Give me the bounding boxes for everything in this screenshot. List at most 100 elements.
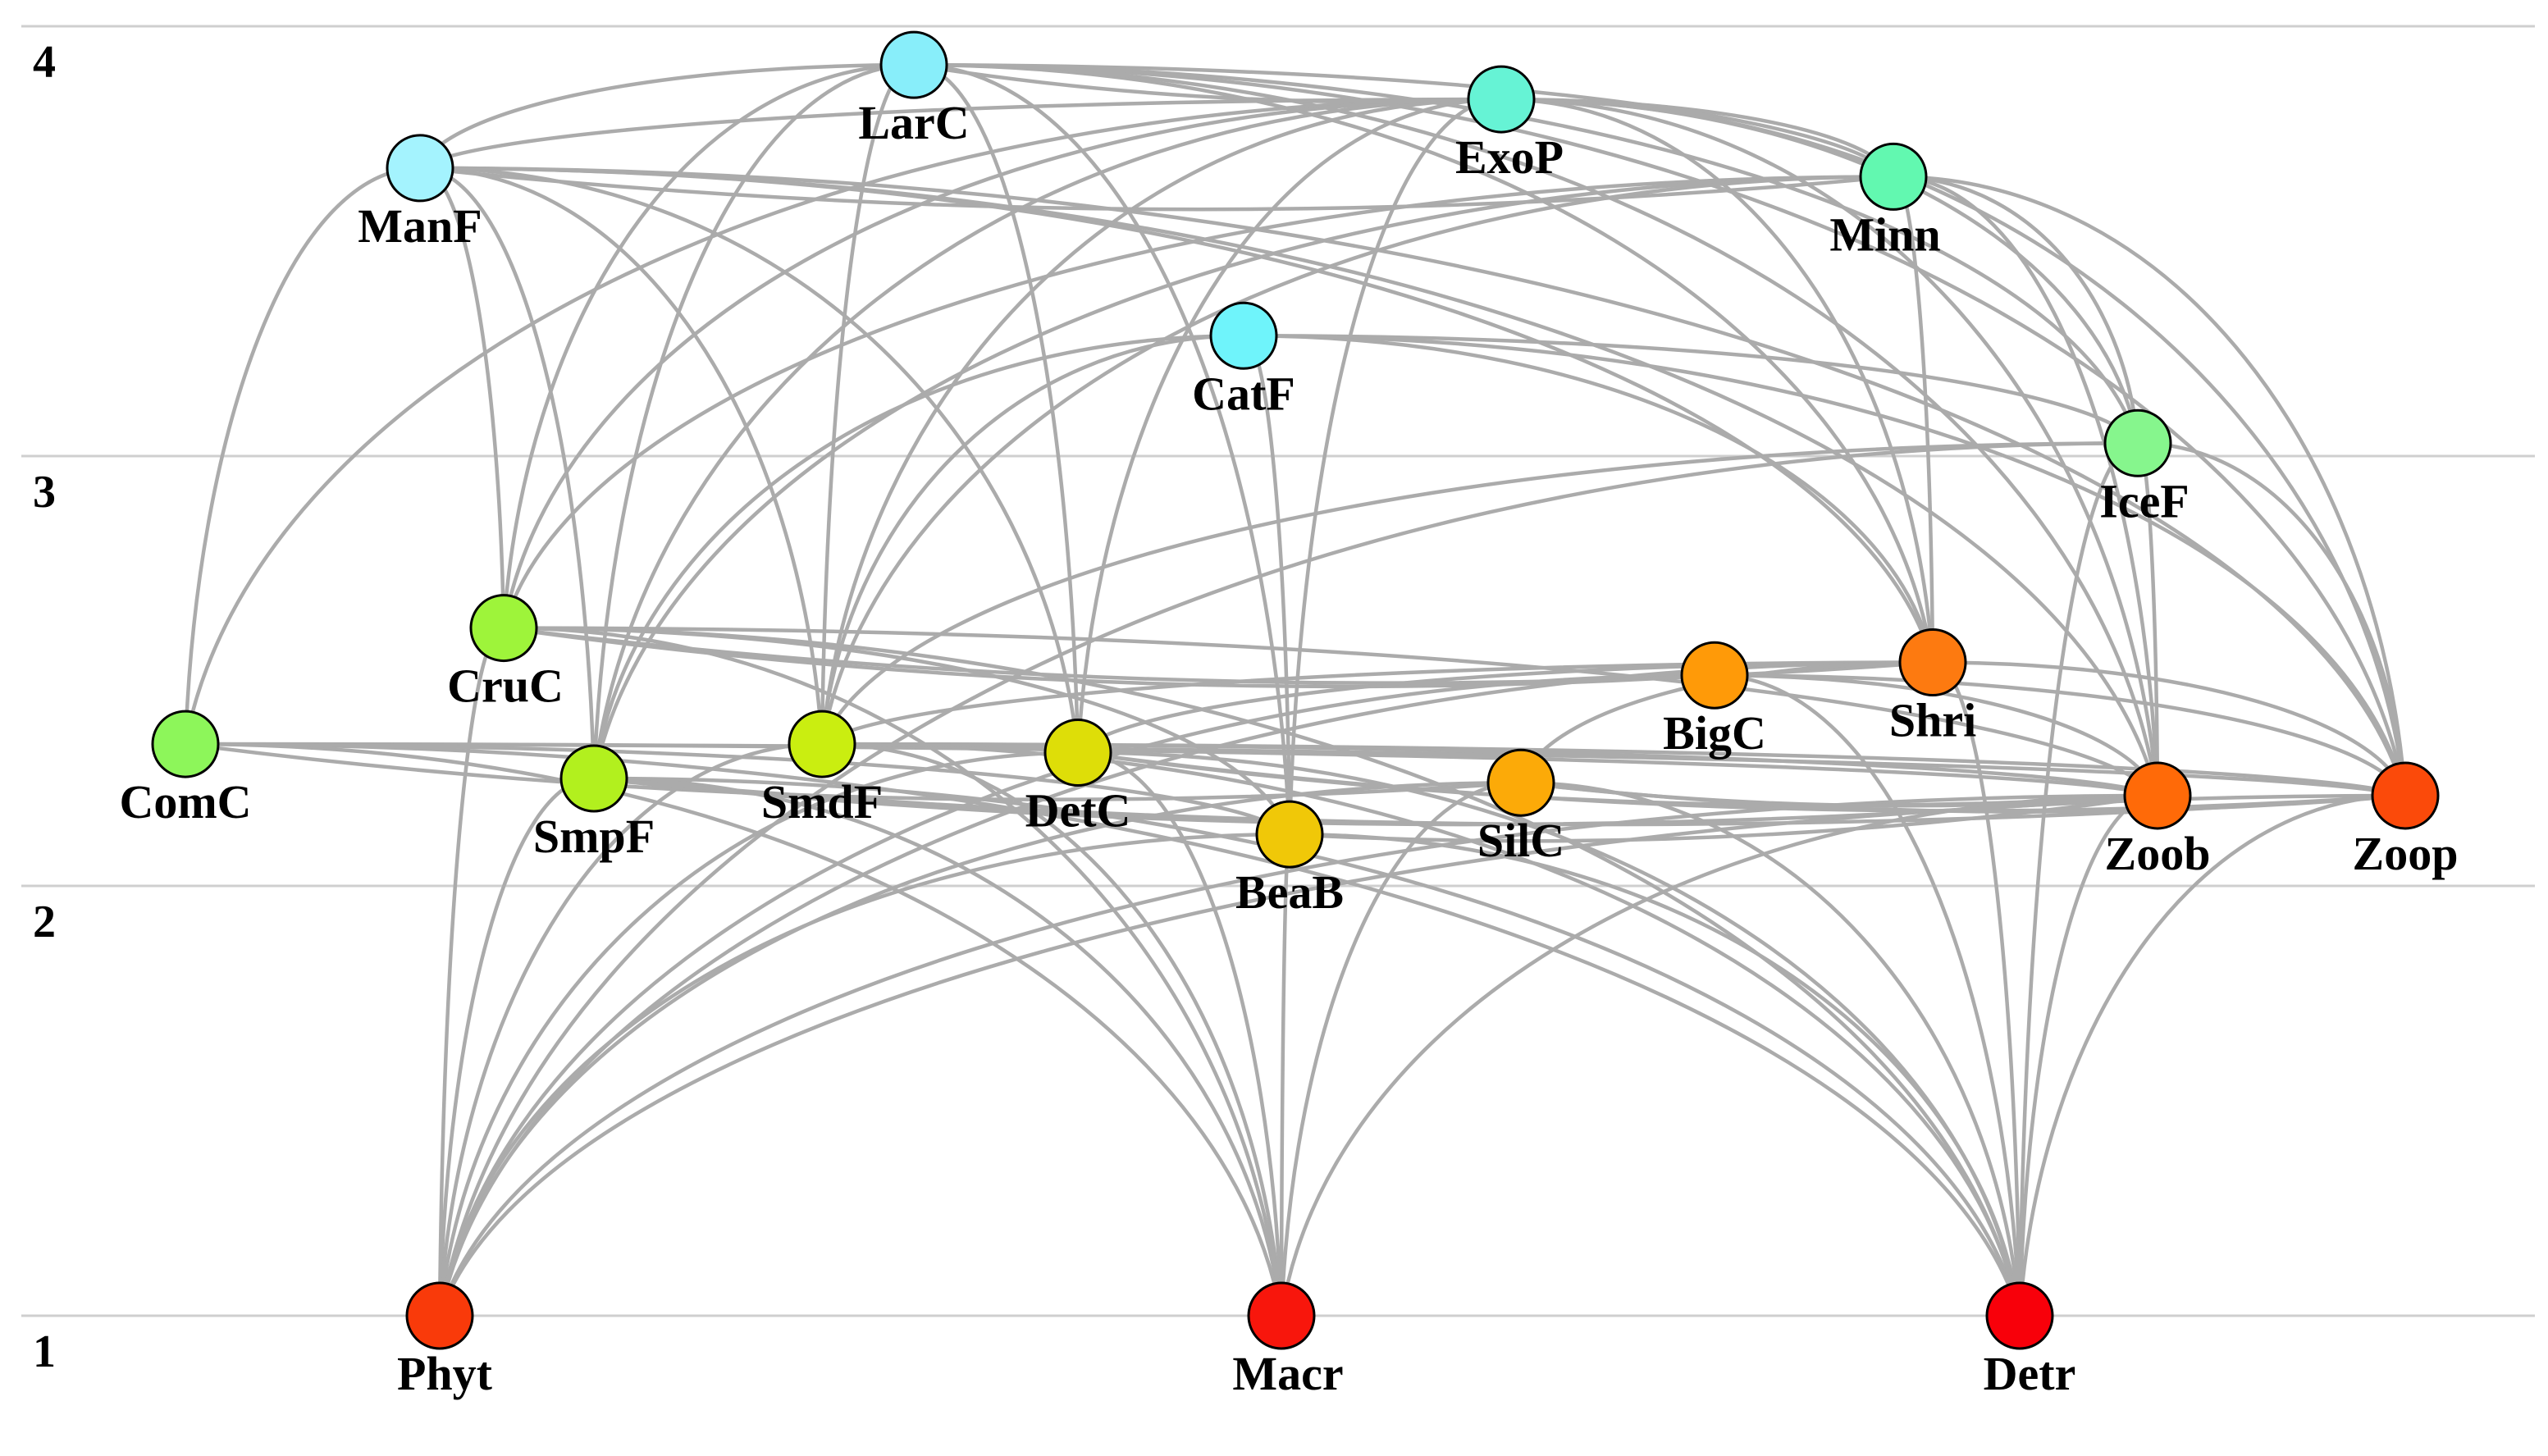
link-SmpF-LarC xyxy=(591,62,915,779)
link-CruC-Zoob xyxy=(503,626,2159,797)
link-LarC-IceF xyxy=(913,62,2140,444)
link-ComC-ManF xyxy=(183,166,421,745)
link-CruC-ExoP xyxy=(501,97,1502,628)
node-Macr: Macr xyxy=(1232,1281,1344,1400)
link-DetC-ExoP xyxy=(1075,97,1502,753)
link-SmpF-Minn xyxy=(591,175,1894,779)
link-SmdF-LarC xyxy=(820,62,915,745)
link-ComC-BeaB xyxy=(185,742,1291,836)
link-CruC-BeaB xyxy=(503,626,1292,835)
link-SilC-Zoop xyxy=(1520,781,2406,814)
node-label-Detr: Detr xyxy=(1984,1347,2076,1400)
node-label-SmdF: SmdF xyxy=(761,775,883,828)
node-label-LarC: LarC xyxy=(858,96,969,149)
node-ManF: ManF xyxy=(358,134,482,253)
link-Phyt-SmpF xyxy=(437,776,595,1317)
node-label-Zoob: Zoob xyxy=(2105,827,2211,880)
node-circle-Zoob xyxy=(2123,761,2192,830)
node-circle-SmdF xyxy=(788,710,856,778)
link-Zoob-LarC xyxy=(913,62,2160,796)
node-SmpF: SmpF xyxy=(533,744,655,863)
link-SmdF-IceF xyxy=(820,441,2139,745)
link-Detr-SmpF xyxy=(593,776,2022,1317)
link-DetC-LarC xyxy=(913,62,1080,753)
node-circle-ComC xyxy=(151,710,220,778)
node-Zoop: Zoop xyxy=(2353,761,2458,880)
link-Zoob-ExoP xyxy=(1500,97,2160,796)
link-ManF-Minn xyxy=(419,166,1894,212)
node-circle-Macr xyxy=(1247,1281,1316,1350)
link-BeaB-ExoP xyxy=(1287,97,1502,835)
link-Detr-BeaB xyxy=(1289,832,2022,1317)
y-tick-label-1: 1 xyxy=(33,1326,56,1377)
link-ExoP-IceF xyxy=(1500,97,2140,444)
link-SmdF-CatF xyxy=(820,334,1244,745)
node-circle-Zoop xyxy=(2371,761,2440,830)
node-Shri: Shri xyxy=(1889,628,1976,747)
node-circle-LarC xyxy=(879,30,948,99)
node-label-ExoP: ExoP xyxy=(1455,130,1564,184)
node-circle-BigC xyxy=(1680,641,1749,710)
node-circle-SmpF xyxy=(559,744,628,813)
link-Phyt-BeaB xyxy=(437,832,1290,1317)
link-Shri-LarC xyxy=(913,62,1935,663)
link-ComC-SilC xyxy=(185,742,1522,802)
node-label-Macr: Macr xyxy=(1232,1347,1343,1400)
link-SmdF-Shri xyxy=(820,660,1934,746)
node-label-SmpF: SmpF xyxy=(533,810,655,863)
node-Detr: Detr xyxy=(1984,1281,2076,1400)
node-label-BigC: BigC xyxy=(1663,706,1766,760)
node-circle-IceF xyxy=(2103,409,2172,477)
link-LarC-ManF xyxy=(418,62,915,169)
node-LarC: LarC xyxy=(858,30,970,149)
link-ExoP-ManF xyxy=(418,97,1502,170)
node-label-ComC: ComC xyxy=(119,775,251,828)
link-CruC-LarC xyxy=(501,62,915,628)
link-Macr-ComC xyxy=(185,742,1284,1317)
link-Phyt-SmdF xyxy=(437,742,823,1317)
link-CruC-Minn xyxy=(501,175,1894,629)
link-Zoop-LarC xyxy=(913,62,2408,796)
link-SmpF-ManF xyxy=(419,166,596,779)
link-BigC-Zoop xyxy=(1714,673,2407,797)
link-DetC-Zoop xyxy=(1077,751,2406,813)
node-label-ManF: ManF xyxy=(358,199,482,253)
link-CatF-IceF xyxy=(1243,334,2139,445)
node-label-Shri: Shri xyxy=(1889,694,1976,747)
node-circle-BeaB xyxy=(1255,800,1324,869)
link-DetC-ManF xyxy=(419,166,1080,753)
node-SmdF: SmdF xyxy=(761,710,883,828)
node-SilC: SilC xyxy=(1477,748,1564,867)
link-Zoob-ManF xyxy=(419,166,2160,796)
link-Shri-CatF xyxy=(1243,334,1935,663)
node-circle-ExoP xyxy=(1467,65,1536,134)
node-label-Phyt: Phyt xyxy=(397,1347,493,1400)
link-Phyt-Zoob xyxy=(437,793,2158,1317)
node-label-IceF: IceF xyxy=(2099,474,2190,527)
node-label-DetC: DetC xyxy=(1025,784,1131,838)
link-Detr-Zoop xyxy=(2017,793,2406,1317)
node-circle-Detr xyxy=(1985,1281,2054,1350)
node-circle-Minn xyxy=(1859,142,1928,211)
link-Zoop-Minn xyxy=(1893,175,2408,796)
node-circle-ManF xyxy=(386,134,454,203)
link-SmdF-ExoP xyxy=(820,97,1502,745)
node-ExoP: ExoP xyxy=(1455,65,1564,184)
node-Zoob: Zoob xyxy=(2105,761,2211,880)
node-IceF: IceF xyxy=(2099,409,2190,527)
node-DetC: DetC xyxy=(1025,719,1131,838)
link-Zoop-CatF xyxy=(1243,334,2408,796)
link-BeaB-LarC xyxy=(913,62,1292,835)
link-Detr-CruC xyxy=(503,626,2022,1317)
node-label-SilC: SilC xyxy=(1477,814,1564,867)
link-SmpF-CatF xyxy=(591,334,1244,779)
link-Macr-SmpF xyxy=(593,776,1284,1317)
link-SmdF-ManF xyxy=(419,166,824,745)
node-ComC: ComC xyxy=(119,710,252,828)
trophic-links xyxy=(183,62,2408,1317)
link-Macr-SmdF xyxy=(821,742,1284,1317)
node-label-CruC: CruC xyxy=(447,660,564,713)
node-circle-DetC xyxy=(1043,719,1112,787)
link-Shri-Zoop xyxy=(1932,660,2408,796)
